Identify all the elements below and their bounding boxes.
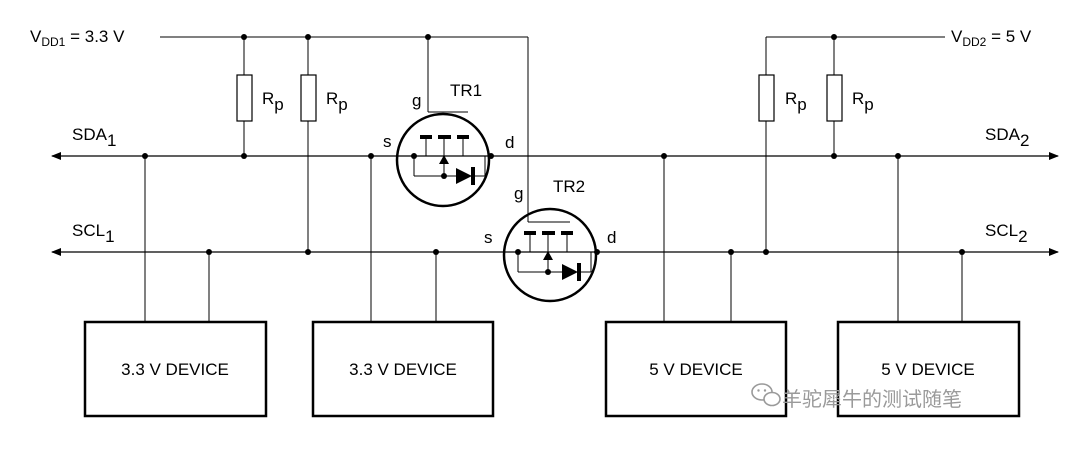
tr1-label: TR1 [450,81,482,100]
scl1-label: SCL1 [72,221,115,246]
sda2-label: SDA2 [985,125,1029,150]
tr1-gate-label: g [412,91,421,110]
device-box-1: 3.3 V DEVICE [83,156,268,418]
watermark-text: 羊驼犀牛的测试随笔 [782,387,962,411]
tr1-source-label: s [383,132,392,151]
tr2-source-label: s [484,228,493,247]
pullup-resistor-sda1: Rp [236,37,284,156]
vdd2-label: VDD2 = 5 V [951,27,1032,49]
tr2-gate-label: g [514,184,523,203]
scl2-label: SCL2 [985,221,1028,246]
tr1-drain-label: d [505,133,514,152]
device-label-1: 3.3 V DEVICE [121,360,229,379]
device-label-3: 5 V DEVICE [649,360,743,379]
pullup-resistor-sda2: Rp [826,37,874,156]
svg-text:Rp: Rp [785,89,807,114]
device-box-2: 3.3 V DEVICE [311,156,495,418]
mosfet-tr2: TR2 g s d [484,177,616,303]
pullup-resistor-scl1: Rp [300,37,348,252]
sda1-label: SDA1 [72,125,116,150]
tr2-label: TR2 [553,177,585,196]
tr2-drain-label: d [607,228,616,247]
device-label-4: 5 V DEVICE [881,360,975,379]
device-box-3: 5 V DEVICE [604,156,788,418]
vdd1-label: VDD1 = 3.3 V [30,27,125,49]
watermark: 羊驼犀牛的测试随笔 [751,383,962,411]
svg-text:Rp: Rp [262,89,284,114]
svg-text:Rp: Rp [852,89,874,114]
mosfet-tr1: TR1 g s d [383,37,514,208]
device-label-2: 3.3 V DEVICE [349,360,457,379]
svg-text:Rp: Rp [326,89,348,114]
junction-dots [142,34,965,255]
wechat-icon [751,383,781,407]
pullup-resistor-scl2: Rp [758,74,807,252]
device-box-4: 5 V DEVICE [836,156,1021,418]
